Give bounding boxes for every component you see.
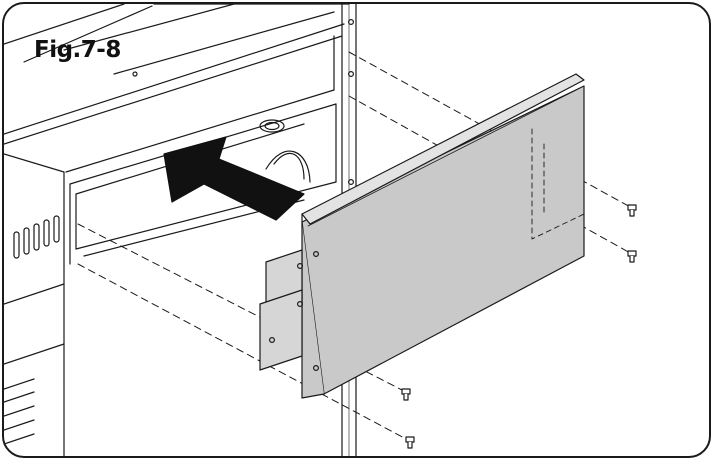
cabinet-left-side [4,153,65,456]
insert-arrow-icon [163,136,305,221]
opening-top-rail [65,89,335,173]
guide-top-1 [348,51,633,209]
diagram-frame: Fig.7-8 [2,2,711,458]
cabinet-screw-hole [132,71,138,77]
screw-icon [405,436,415,449]
hose-curve [273,152,305,180]
cabinet-body [4,4,357,456]
post-hole-2 [348,70,355,77]
screw-icon [401,388,411,401]
lower-vents [4,378,35,445]
cabinet-panel-line-2 [113,11,335,75]
assembly-illustration [4,4,637,456]
figure-label: Fig.7-8 [34,37,121,63]
screws [401,204,637,449]
guide-bottom-2 [77,263,409,441]
panel-hidden-edge [531,128,585,240]
screw-icon [627,250,637,263]
panel-front-face [301,85,585,395]
cabinet-top-inner [23,5,153,63]
cabinet-front-top-2 [4,35,343,145]
cabinet-front-top [4,23,345,135]
hose-curve-2 [265,150,311,183]
bracket-hole-2 [297,301,304,308]
panel-hole-1 [313,251,320,258]
cabinet-left-line-2 [4,343,65,365]
panel-top-lip [301,73,585,225]
cabinet-left-line [4,283,65,305]
cover-panel [259,73,585,399]
panel-bracket-lower [259,289,303,371]
post-hole-1 [348,19,355,26]
post-hole-3 [348,179,355,186]
hose-outlet-inner [264,121,280,131]
cabinet-panel-line [63,4,235,51]
bracket-hole-3 [269,337,276,344]
cabinet-top-edge [4,4,125,45]
hose-outlet [259,119,285,133]
panel-hole-2 [313,365,320,372]
vent-slots [13,215,60,259]
screw-icon [627,204,637,217]
panel-top-fold [307,87,581,227]
bracket-hole-1 [297,263,304,270]
